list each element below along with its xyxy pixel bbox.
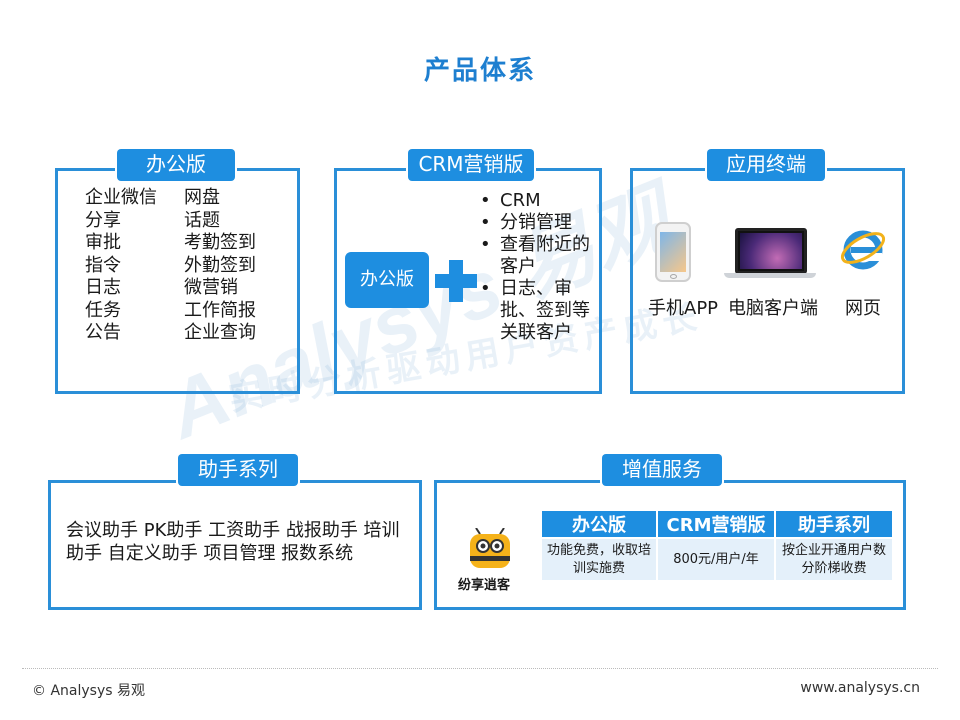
list-item: 分销管理 (478, 212, 598, 234)
pricing-table: 办公版 CRM营销版 助手系列 功能免费，收取培训实施费 800元/用户/年 按… (542, 511, 892, 580)
page-title: 产品体系 (423, 56, 536, 86)
crm-tag: CRM营销版 (408, 149, 534, 181)
table-header: CRM营销版 (657, 511, 776, 538)
device-label-desktop: 电脑客户端 (728, 298, 818, 319)
feature-item: 公告 (85, 322, 121, 343)
feature-item: 任务 (85, 299, 121, 321)
feature-item: 企业微信 (85, 187, 157, 208)
bee-logo-icon (470, 528, 510, 568)
feature-item: 微营销 (184, 277, 238, 298)
office-features-col1: 企业微信 分享 审批 指令 日志 任务 公告 (85, 187, 157, 345)
services-tag: 增值服务 (602, 454, 722, 486)
device-label-app: 手机APP (648, 298, 719, 319)
table-cell: 800元/用户/年 (657, 537, 776, 580)
phone-icon (655, 222, 691, 282)
plus-icon (435, 260, 477, 302)
helpers-list: 会议助手 PK助手 工资助手 战报助手 培训助手 自定义助手 项目管理 报数系统 (66, 520, 400, 564)
feature-item: 网盘 (184, 187, 220, 208)
feature-item: 企业查询 (184, 322, 256, 343)
terminals-tag: 应用终端 (707, 149, 825, 181)
table-header: 助手系列 (775, 511, 892, 538)
laptop-base (724, 273, 816, 278)
feature-item: 分享 (85, 209, 121, 231)
feature-item: 外勤签到 (184, 254, 256, 276)
list-item: 查看附近的客户 (478, 234, 598, 278)
office-tag: 办公版 (117, 149, 235, 181)
table-cell: 按企业开通用户数分阶梯收费 (775, 537, 892, 580)
footer-copyright: © Analysys 易观 (32, 683, 145, 699)
table-row: 功能免费，收取培训实施费 800元/用户/年 按企业开通用户数分阶梯收费 (542, 537, 892, 580)
feature-item: 考勤签到 (184, 232, 256, 253)
office-edition-badge: 办公版 (345, 252, 429, 308)
feature-item: 日志 (85, 277, 121, 298)
helpers-tag: 助手系列 (178, 454, 298, 486)
table-cell: 功能免费，收取培训实施费 (542, 537, 658, 580)
ie-browser-icon (840, 230, 886, 270)
office-features-col2: 网盘 话题 考勤签到 外勤签到 微营销 工作简报 企业查询 (184, 187, 256, 345)
logo-text: 纷享逍客 (458, 578, 511, 593)
crm-feature-list: CRM 分销管理 查看附近的客户 日志、审批、签到等关联客户 (478, 190, 598, 344)
footer-url: www.analysys.cn (800, 680, 920, 696)
feature-item: 工作简报 (184, 299, 256, 321)
list-item: CRM (478, 190, 598, 212)
footer-divider (22, 668, 938, 669)
feature-item: 审批 (85, 232, 121, 253)
feature-item: 指令 (85, 254, 121, 276)
feature-item: 话题 (184, 209, 220, 231)
list-item: 日志、审批、签到等关联客户 (478, 278, 598, 344)
laptop-icon (735, 228, 807, 274)
table-header: 办公版 (542, 511, 658, 538)
device-label-web: 网页 (845, 298, 881, 319)
